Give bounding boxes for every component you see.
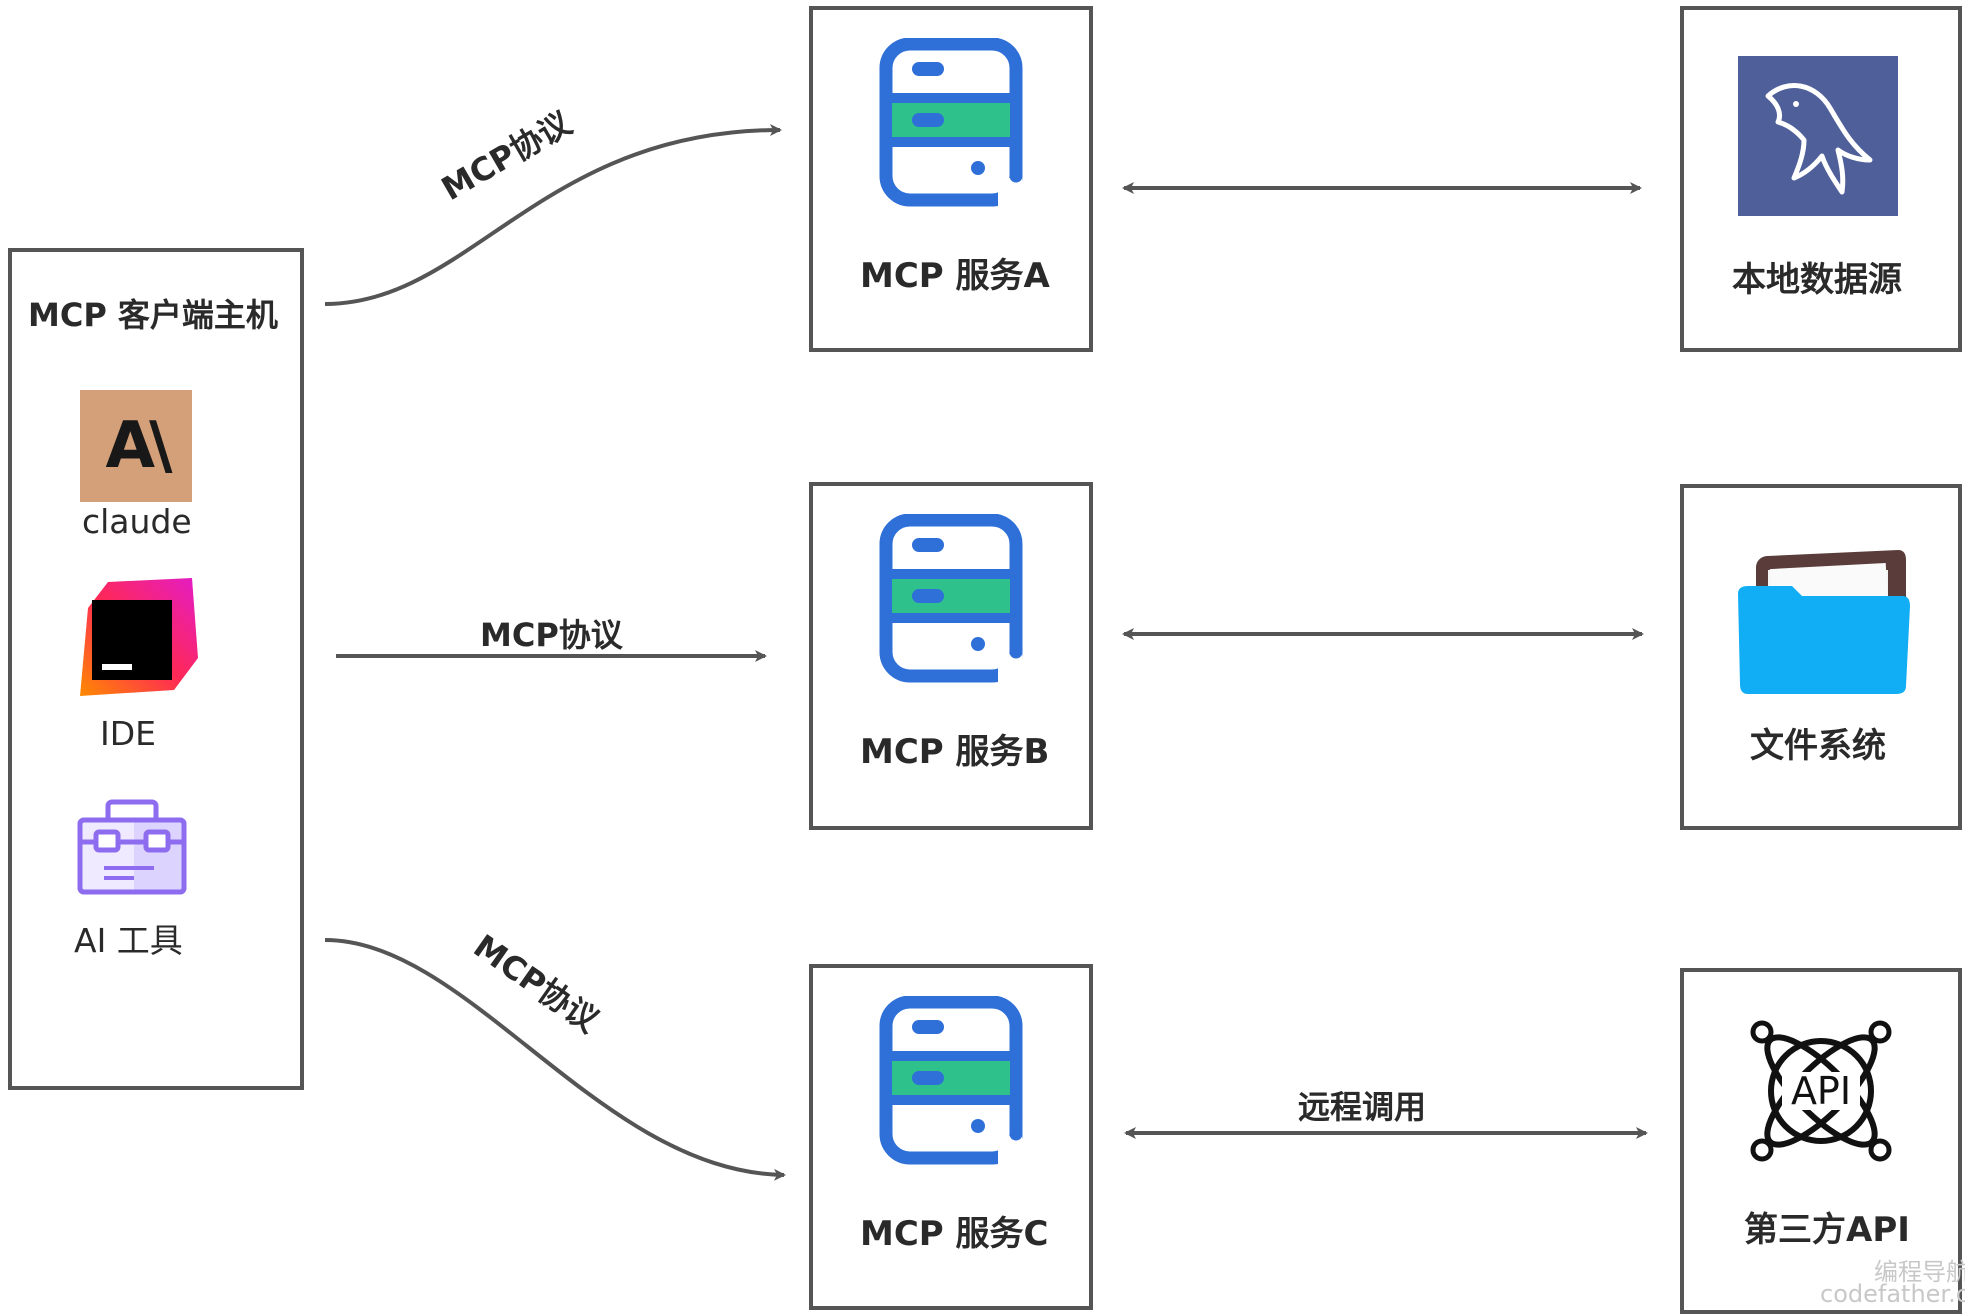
jetbrains-ide-icon: [80, 578, 198, 696]
service-a-box: [809, 6, 1093, 352]
service-a-label: MCP 服务A: [860, 256, 1050, 296]
client-host-box: [8, 248, 304, 1090]
service-b-label: MCP 服务B: [860, 732, 1050, 772]
local-data-label: 本地数据源: [1732, 260, 1902, 300]
client-host-title: MCP 客户端主机: [28, 296, 278, 334]
service-c-label: MCP 服务C: [860, 1214, 1049, 1254]
anthropic-logo-icon: A\: [80, 390, 192, 502]
protocol-label-middle: MCP协议: [480, 616, 623, 654]
arrow-client-to-service-c: [324, 938, 786, 1181]
arrow-client-to-service-a: [324, 124, 782, 306]
ai-tool-label: AI 工具: [74, 921, 183, 960]
toolbox-icon: [77, 799, 187, 895]
service-b-box: [809, 482, 1093, 830]
remote-call-label: 远程调用: [1298, 1088, 1427, 1126]
server-icon: [879, 514, 1023, 684]
service-c-box: [809, 964, 1093, 1310]
anthropic-logo-text: A\: [105, 409, 173, 483]
mysql-dolphin-icon: [1738, 56, 1898, 216]
claude-label: claude: [82, 502, 192, 541]
server-icon: [879, 38, 1023, 208]
api-icon-text: API: [1791, 1069, 1851, 1113]
folder-icon: [1738, 550, 1910, 694]
watermark-title: 编程导航: [1874, 1258, 1965, 1286]
watermark-url: codefather.cn: [1820, 1280, 1965, 1308]
server-icon: [879, 996, 1023, 1166]
api-icon: API: [1750, 1020, 1892, 1162]
file-system-label: 文件系统: [1750, 726, 1886, 766]
ide-label: IDE: [100, 714, 156, 753]
third-party-api-label: 第三方API: [1744, 1210, 1910, 1250]
